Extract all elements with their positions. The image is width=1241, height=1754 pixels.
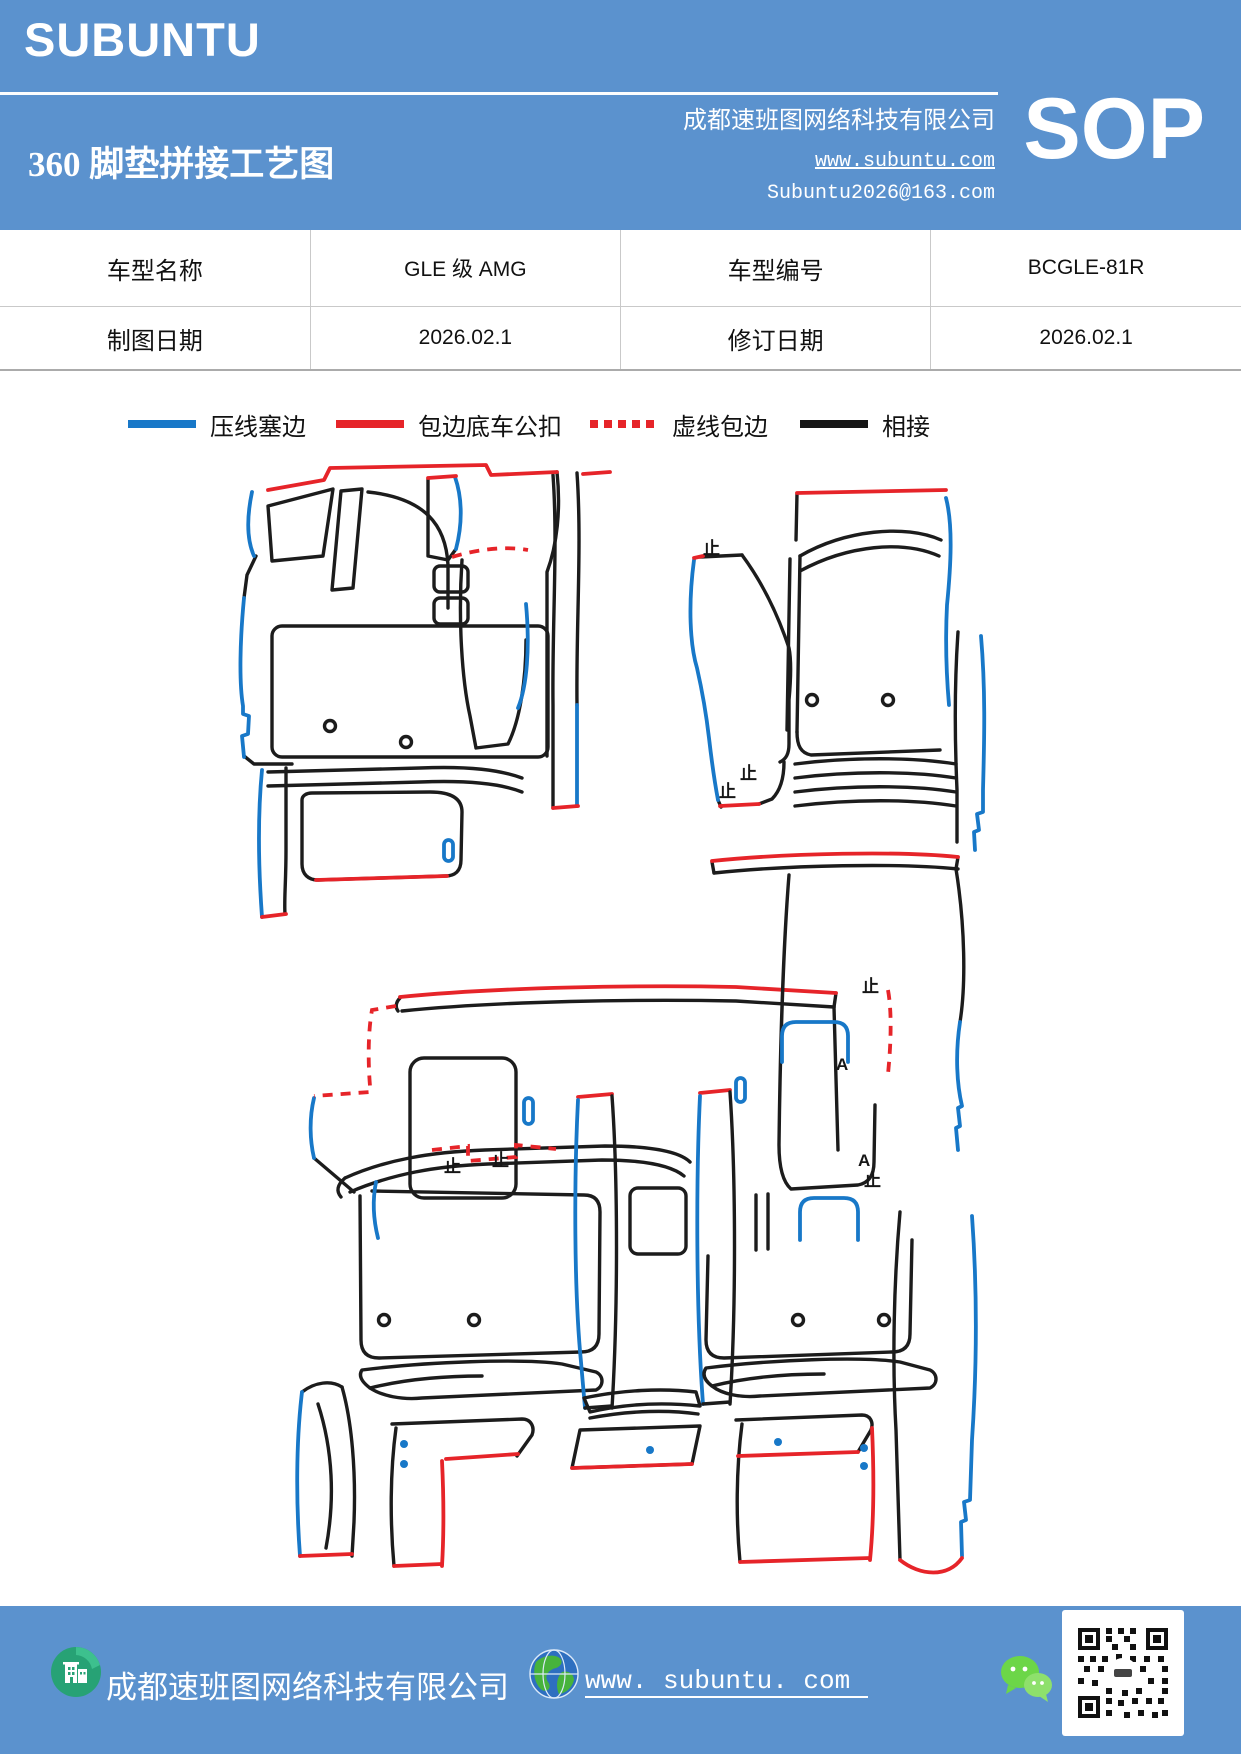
mat-pattern-diagram: 止 止 止 (238, 463, 987, 1575)
model-name-label: 车型名称 (0, 230, 311, 307)
stop-mark: 止 (444, 1156, 461, 1176)
blue-dot (774, 1438, 782, 1446)
mat-hole (466, 1312, 482, 1328)
a-mark: A (836, 1055, 848, 1074)
stop-mark: 止 (864, 1170, 881, 1190)
legend-label: 虚线包边 (672, 414, 768, 441)
stop-mark: 止 (703, 538, 720, 558)
table-row: 车型名称 GLE 级 AMG 车型编号 BCGLE-81R (0, 230, 1241, 307)
footer-company-name: 成都速班图网络科技有限公司 (106, 1670, 509, 1705)
legend-item-press-edge: 压线塞边 (128, 404, 306, 444)
header-email[interactable]: Subuntu2026@163.com (766, 182, 995, 205)
draw-date-label: 制图日期 (0, 306, 311, 371)
header-divider (0, 92, 998, 95)
red-line-swatch (336, 420, 404, 428)
mat-hole (398, 734, 414, 750)
stop-mark: 止 (492, 1150, 509, 1170)
front-right-mat-group: 止 止 止 (688, 488, 987, 852)
draw-date-value: 2026.02.1 (309, 306, 622, 371)
rear-mat-group: 止 止 (295, 851, 978, 1575)
front-left-mat-group (238, 463, 612, 919)
blue-dot (860, 1462, 868, 1470)
mat-hole (376, 1312, 392, 1328)
mat-slot (734, 1076, 747, 1104)
blue-dot (400, 1440, 408, 1448)
brand-logo: SUBUNTU (24, 13, 261, 66)
stop-mark: 止 (740, 763, 757, 783)
red-dashed-line-swatch (590, 420, 658, 428)
wechat-icon (1001, 1656, 1052, 1702)
blue-dot (860, 1444, 868, 1452)
page-title: 360 脚垫拼接工艺图 (28, 145, 335, 184)
blue-dot (400, 1460, 408, 1468)
header-company-name: 成都速班图网络科技有限公司 (683, 108, 995, 134)
footer-website-link[interactable]: www. subuntu. com (585, 1666, 869, 1698)
footer-banner: 成都速班图网络科技有限公司 www. subuntu. com (0, 1606, 1241, 1754)
line-legend: 压线塞边 包边底车公扣 虚线包边 相接 (0, 404, 1241, 444)
legend-label: 相接 (882, 414, 930, 441)
mat-hole (790, 1312, 806, 1328)
legend-label: 包边底车公扣 (418, 414, 562, 441)
blue-dot (646, 1446, 654, 1454)
model-name-value: GLE 级 AMG (309, 230, 622, 307)
sop-label: SOP (1023, 81, 1205, 177)
blue-line-swatch (128, 420, 196, 428)
a-mark: A (858, 1151, 870, 1170)
header-website-link[interactable]: www.subuntu.com (814, 150, 995, 173)
model-code-label: 车型编号 (619, 230, 932, 307)
vehicle-info-table: 车型名称 GLE 级 AMG 车型编号 BCGLE-81R 制图日期 2026.… (0, 230, 1241, 371)
mat-slot (522, 1096, 535, 1126)
stop-mark: 止 (719, 781, 736, 801)
legend-label: 压线塞边 (210, 414, 306, 441)
stop-mark: 止 (862, 976, 879, 996)
building-icon (51, 1647, 101, 1697)
legend-item-dashed-bind: 虚线包边 (590, 404, 768, 444)
black-line-swatch (800, 420, 868, 428)
revise-date-value: 2026.02.1 (930, 306, 1241, 371)
legend-item-bind-buckle: 包边底车公扣 (336, 404, 562, 444)
mat-hole (322, 718, 338, 734)
mat-hole (876, 1312, 892, 1328)
table-row: 制图日期 2026.02.1 修订日期 2026.02.1 (0, 306, 1241, 371)
mat-hole (804, 692, 820, 708)
mat-hole (880, 692, 896, 708)
mat-slot (442, 838, 455, 863)
model-code-value: BCGLE-81R (930, 230, 1241, 307)
globe-icon (529, 1649, 579, 1699)
header-banner: SUBUNTU 成都速班图网络科技有限公司 SOP 360 脚垫拼接工艺图 ww… (0, 0, 1241, 230)
revise-date-label: 修订日期 (619, 306, 932, 371)
legend-item-join: 相接 (800, 404, 930, 444)
qr-code (1062, 1610, 1184, 1736)
